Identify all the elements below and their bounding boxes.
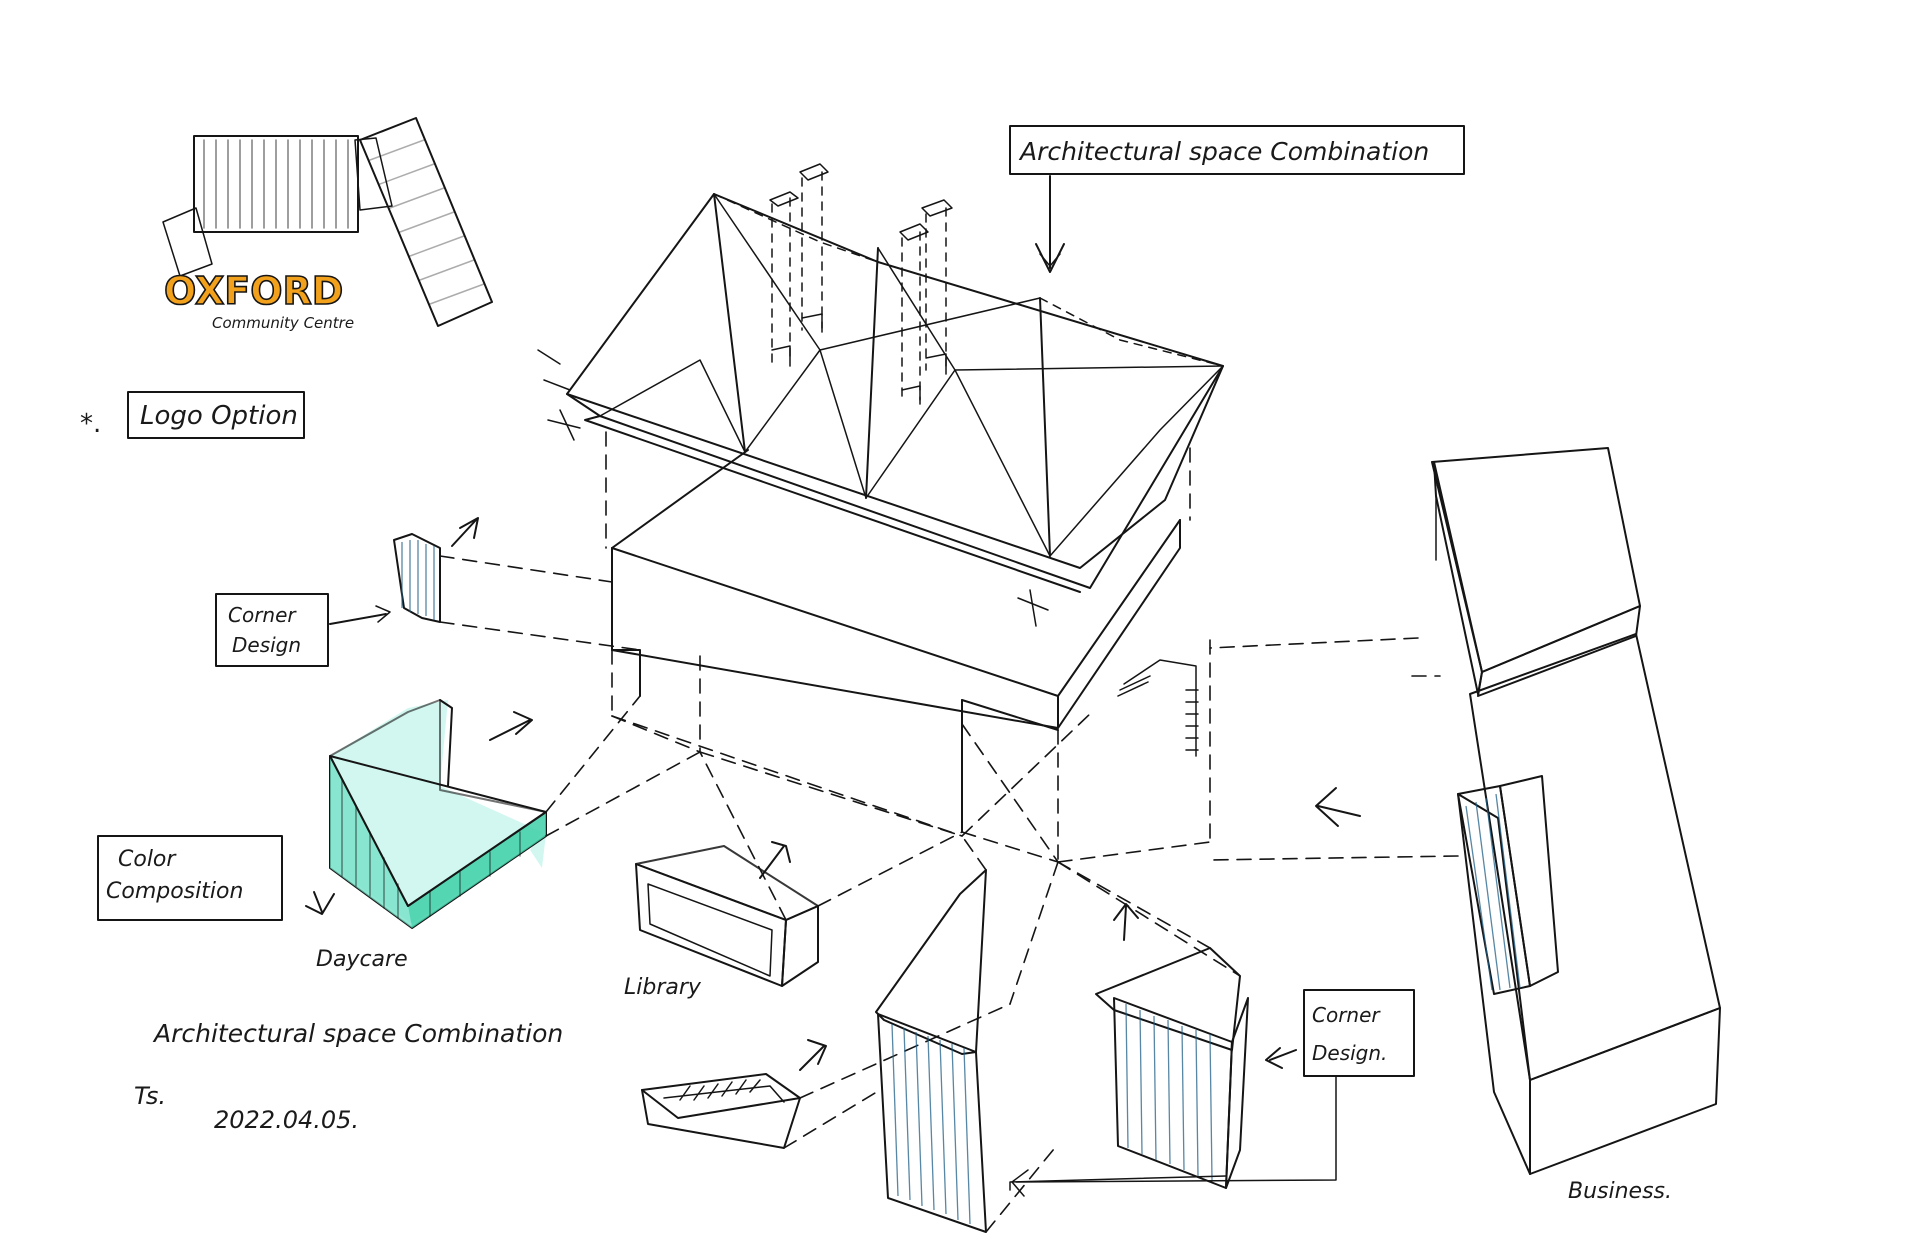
corner-design-left-line2: Design [232, 633, 301, 657]
logo-pink-block [359, 117, 493, 327]
logo-wordmark: OXFORD [164, 269, 343, 313]
corner-design-left-box: Corner Design [215, 593, 391, 667]
left-corner-panel [393, 517, 641, 651]
corner-design-left-line1: Corner [228, 603, 297, 627]
signature-initials: Ts. [134, 1082, 166, 1110]
color-composition-box: Color Composition [97, 835, 335, 921]
logo-option-text: Logo Option [140, 401, 298, 431]
business-tower: Business. [1209, 447, 1721, 1204]
logo-tagline: Community Centre [212, 314, 354, 332]
library-block: Library [624, 751, 963, 1000]
corner-design-right-line1: Corner [1312, 1003, 1381, 1027]
business-label: Business. [1568, 1179, 1672, 1204]
blue-panel-right [1009, 861, 1249, 1191]
daycare-block: Daycare [316, 695, 701, 972]
upper-box [605, 431, 1241, 1005]
chimney-3 [899, 223, 929, 405]
corner-design-right-box: Corner Design. [1011, 989, 1415, 1197]
chimney-2 [799, 163, 829, 333]
library-label: Library [624, 975, 702, 1000]
corner-design-right-line2: Design. [1312, 1041, 1387, 1065]
signature-caption: Architectural space Combination [152, 1019, 563, 1048]
daycare-label: Daycare [316, 947, 408, 972]
color-composition-line2: Composition [106, 879, 243, 904]
title-box-text: Architectural space Combination [1018, 137, 1429, 166]
logo-option-marker: *. [80, 409, 101, 439]
oxford-logo: OXFORD Community Centre [162, 117, 493, 332]
sawtooth-roof [537, 193, 1224, 627]
signature-block: Architectural space Combination Ts. 2022… [134, 1019, 563, 1134]
signature-date: 2022.04.05. [214, 1106, 359, 1134]
title-box: Architectural space Combination [1009, 125, 1465, 273]
color-composition-line1: Color [118, 847, 177, 872]
skylight-chimneys [769, 163, 953, 405]
logo-blue-block [193, 135, 359, 233]
chimney-4 [921, 199, 953, 375]
chimney-1 [769, 191, 799, 367]
blue-panel-left [875, 835, 1059, 1233]
logo-option-label: *. Logo Option [80, 391, 305, 439]
logo-green-block [162, 207, 213, 277]
